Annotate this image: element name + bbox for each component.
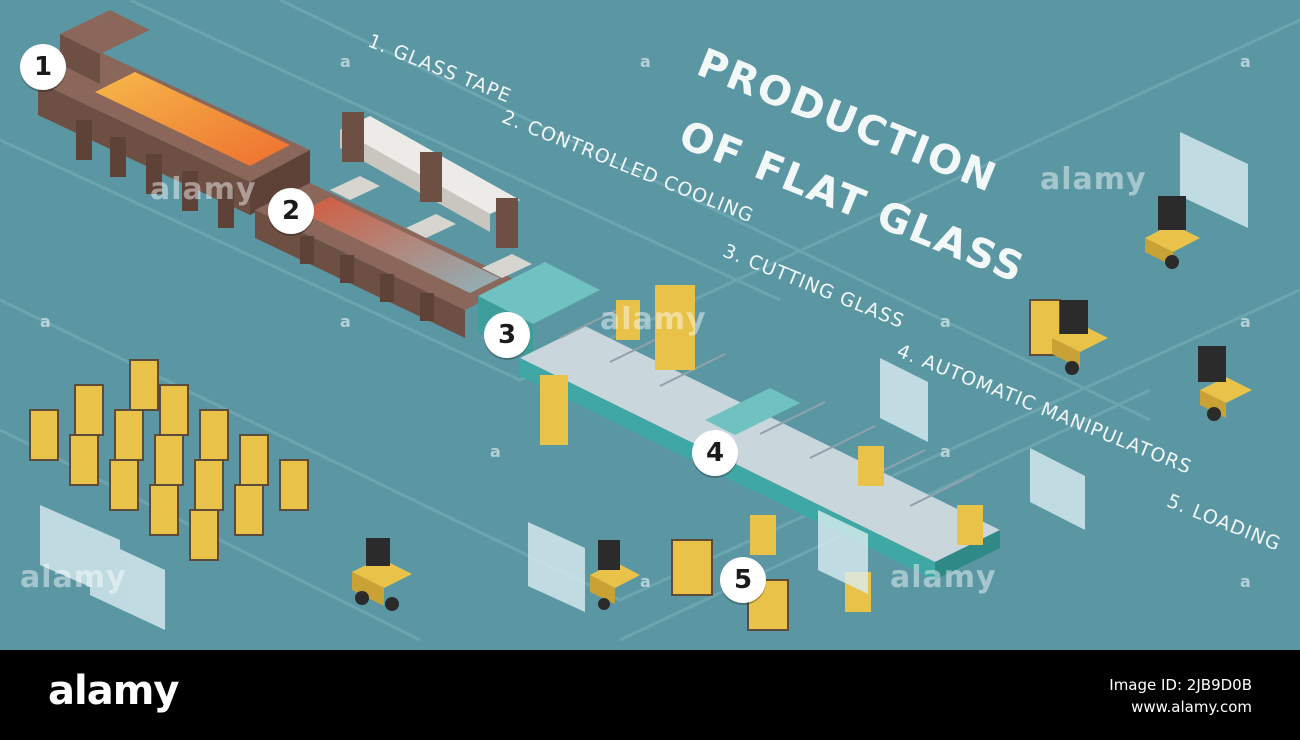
watermark-mark: a	[1240, 312, 1251, 331]
storage-racks	[29, 299, 1061, 631]
watermark-mark: a	[640, 572, 651, 591]
cooling-lehr	[255, 183, 520, 338]
watermark-text: alamy	[1040, 162, 1147, 197]
step-badge-2: 2	[268, 188, 314, 234]
image-credit: Image ID: 2JB9D0B www.alamy.com	[1109, 674, 1252, 718]
watermark-mark: a	[940, 442, 951, 461]
glass-panes	[40, 132, 1248, 630]
image-id: Image ID: 2JB9D0B	[1109, 676, 1252, 694]
watermark-mark: a	[340, 52, 351, 71]
watermark-text: alamy	[890, 560, 997, 595]
watermark-mark: a	[1240, 572, 1251, 591]
watermark-text: alamy	[20, 560, 127, 595]
step-badge-3: 3	[484, 312, 530, 358]
forklifts	[352, 196, 1252, 611]
factory-illustration	[0, 0, 1300, 642]
furnace	[38, 10, 310, 228]
watermark-mark: a	[940, 312, 951, 331]
site-url: www.alamy.com	[1131, 698, 1252, 716]
step-badge-5: 5	[720, 557, 766, 603]
step-badge-4: 4	[692, 430, 738, 476]
watermark-text: alamy	[600, 302, 707, 337]
infographic-canvas: PRODUCTION OF FLAT GLASS 1. GLASS TAPE 2…	[0, 0, 1300, 642]
watermark-mark: a	[1240, 52, 1251, 71]
step-badge-1: 1	[20, 44, 66, 90]
watermark-mark: a	[490, 442, 501, 461]
alamy-logo: alamy	[48, 668, 179, 714]
watermark-mark: a	[40, 312, 51, 331]
watermark-mark: a	[340, 312, 351, 331]
stock-footer-bar: alamy Image ID: 2JB9D0B www.alamy.com	[0, 650, 1300, 740]
watermark-mark: a	[640, 52, 651, 71]
overhead-crane	[330, 112, 532, 278]
watermark-text: alamy	[150, 172, 257, 207]
